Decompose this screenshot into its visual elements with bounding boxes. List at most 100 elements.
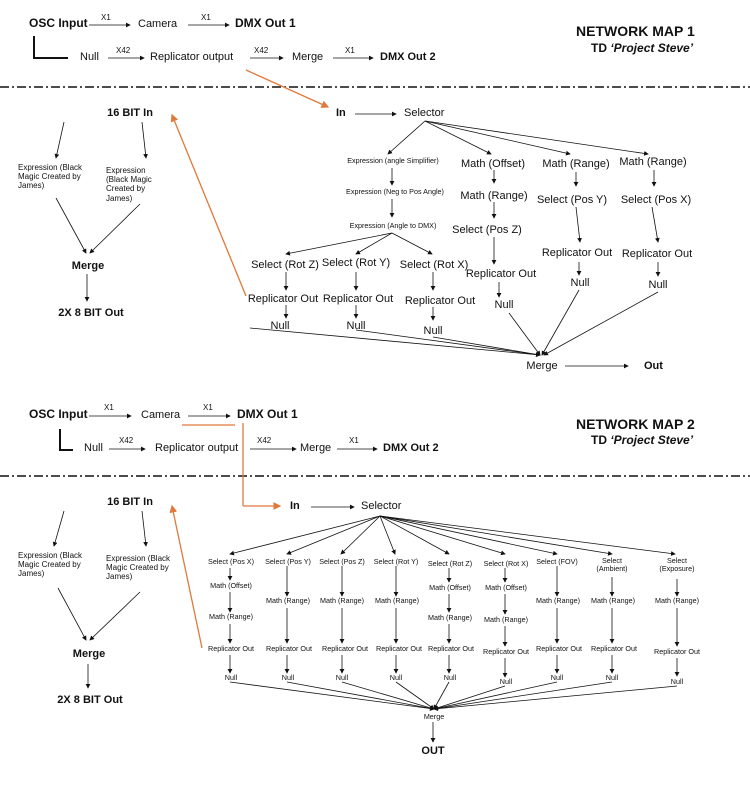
dmx-out-1-node: DMX Out 1 [237,407,298,421]
expression-node: Expression (Black Magic Created by James… [106,166,152,203]
expression-node: Expression (Angle to DMX) [349,221,437,230]
select-node: Select (Rot X) [399,259,469,271]
null-node: Null [670,677,684,686]
dmx-out-2-node: DMX Out 2 [383,442,439,454]
replicator-out-node: Replicator Out [536,644,582,653]
select-node: Select (Rot Z) [427,559,473,568]
expression-node: Expression (angle Simplifier) [347,156,439,165]
dmx-out-1-node: DMX Out 1 [235,16,296,30]
select-node: Select (Pos Y) [536,194,608,206]
16-bit-in-node: 16 BIT In [107,496,153,508]
replicator-output-node: Replicator output [155,442,239,454]
multiplier-label: X1 [349,436,359,445]
math-range-node: Math (Range) [484,615,528,624]
network-map-title: NETWORK MAP 2 [576,416,695,432]
select-node: Select (Ambient) [596,556,628,574]
select-node: Select (Rot Y) [321,257,391,269]
multiplier-label: X1 [201,13,211,22]
dmx-out-2-node: DMX Out 2 [380,51,436,63]
null-node: Null [224,673,238,682]
multiplier-label: X1 [345,46,355,55]
select-node: Select (Pos X) [208,557,254,566]
replicator-out-node: Replicator Out [208,644,254,653]
select-node: Select (Exposure) [659,556,695,574]
null-node: Null [550,673,564,682]
selector-node: Selector [404,107,445,119]
null-node: Null [80,51,99,63]
null-node: Null [605,673,619,682]
select-node: Select (Pos Z) [319,557,365,566]
math-range-node: Math (Range) [536,596,580,605]
multiplier-label: X42 [116,46,131,55]
multiplier-label: X1 [101,13,111,22]
in-node: In [290,500,300,512]
null-node: Null [443,673,457,682]
math-offset-node: Math (Offset) [429,583,471,592]
in-node: In [336,107,346,119]
replicator-out-node: Replicator Out [654,647,700,656]
select-node: Select (Rot Y) [373,557,419,566]
out-node: Out [644,360,663,372]
selector-node: Selector [361,500,402,512]
math-range-node: Math (Range) [428,613,472,622]
math-range-node: Math (Range) [460,190,528,202]
math-range-node: Math (Range) [320,596,364,605]
multiplier-label: X1 [203,403,213,412]
osc-input-node: OSC Input [29,16,88,30]
replicator-out-node: Replicator Out [247,293,319,305]
math-offset-node: Math (Offset) [210,581,252,590]
replicator-out-node: Replicator Out [541,247,613,259]
math-range-node: Math (Range) [542,158,610,170]
replicator-out-node: Replicator Out [322,293,394,305]
network-map-title: NETWORK MAP 1 [576,23,695,39]
multiplier-label: X1 [104,403,114,412]
null-node: Null [346,320,366,332]
null-node: Null [570,277,590,289]
multiplier-label: X42 [119,436,134,445]
replicator-out-node: Replicator Out [465,268,537,280]
math-range-node: Math (Range) [655,596,699,605]
select-node: Select (Pos Z) [452,224,522,236]
multiplier-label: X42 [257,436,272,445]
null-node: Null [281,673,295,682]
select-node: Select (Pos Y) [265,557,311,566]
null-node: Null [499,677,513,686]
select-node: Select (Rot X) [483,559,529,568]
math-offset-node: Math (Offset) [485,583,527,592]
null-node: Null [423,325,443,337]
network-map-subtitle: TD ‘Project Steve’ [591,433,694,447]
null-node: Null [84,442,103,454]
null-node: Null [389,673,403,682]
expression-node: Expression (Black Magic Created by James… [18,551,83,579]
replicator-out-node: Replicator Out [376,644,422,653]
merge-node: Merge [300,442,332,454]
null-node: Null [494,299,514,311]
expression-node: Expression (Neg to Pos Angle) [346,187,444,196]
multiplier-label: X42 [254,46,269,55]
2x-8-bit-out-node: 2X 8 BIT Out [58,307,124,319]
math-range-node: Math (Range) [209,612,253,621]
replicator-out-node: Replicator Out [322,644,368,653]
math-range-node: Math (Range) [266,596,310,605]
null-node: Null [648,279,668,291]
camera-node: Camera [141,409,181,421]
merge-node: Merge [292,51,324,63]
replicator-out-node: Replicator Out [266,644,312,653]
expression-node: Expression (Black Magic Created by James… [106,554,171,582]
select-node: Select (FOV) [536,557,578,566]
replicator-output-node: Replicator output [150,51,234,63]
math-range-node: Math (Range) [375,596,419,605]
replicator-out-node: Replicator Out [483,647,529,656]
16-bit-in-node: 16 BIT In [107,107,153,119]
merge-node: Merge [423,712,445,721]
expression-node: Expression (Black Magic Created by James… [18,163,83,191]
out-node: OUT [421,745,445,757]
merge-node: Merge [526,360,558,372]
replicator-out-node: Replicator Out [621,248,693,260]
null-node: Null [270,320,290,332]
osc-input-node: OSC Input [29,407,88,421]
replicator-out-node: Replicator Out [428,644,474,653]
2x-8-bit-out-node: 2X 8 BIT Out [57,694,123,706]
